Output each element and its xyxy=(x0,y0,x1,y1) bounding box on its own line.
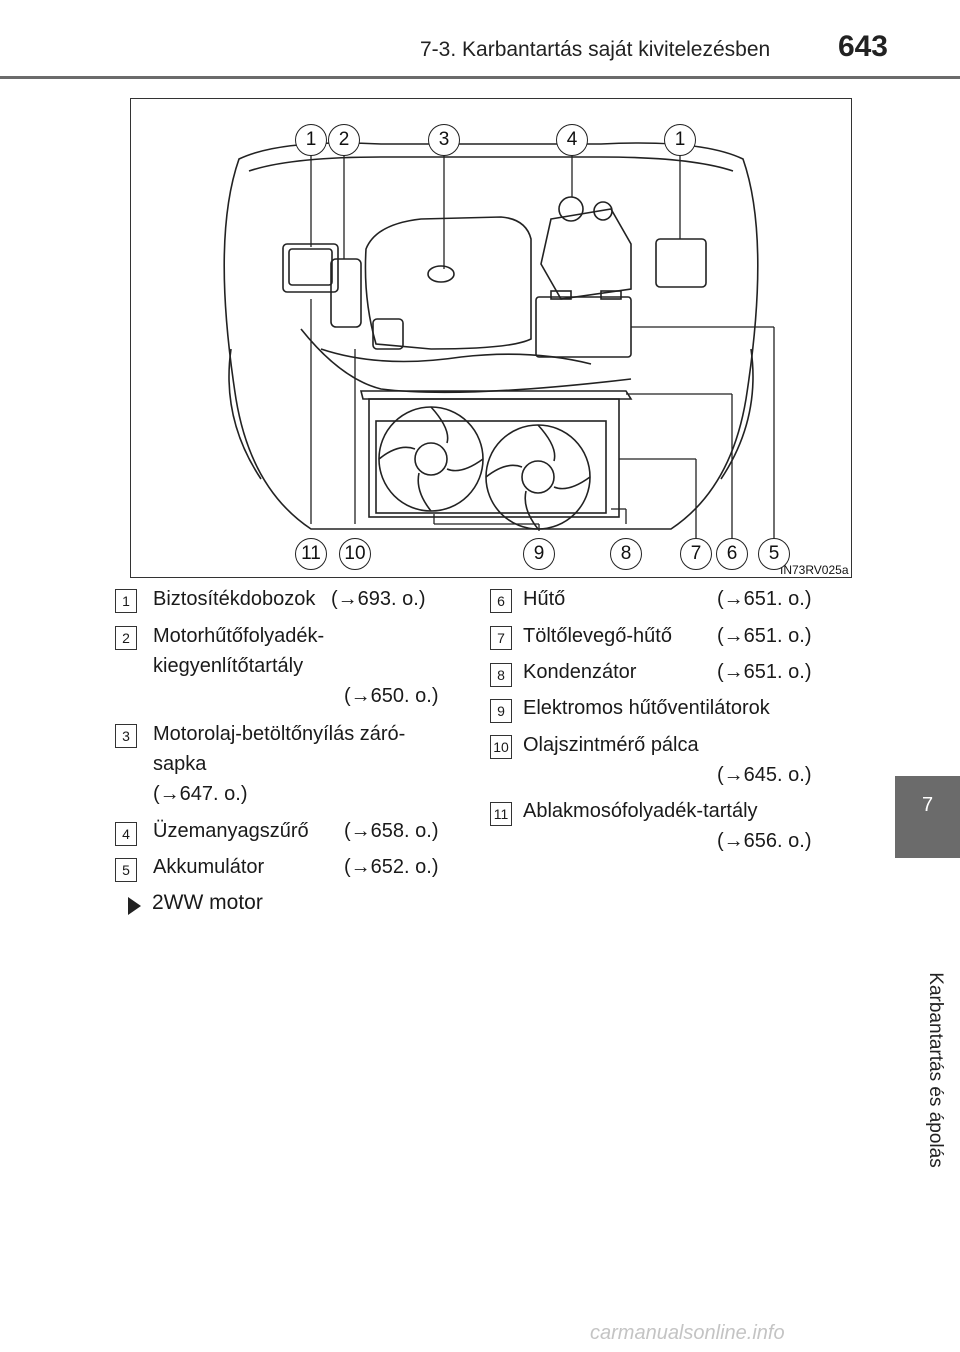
callout-top-5: 1 xyxy=(664,124,696,156)
item-label: Töltőlevegő-hűtő xyxy=(523,625,672,647)
item-reference: (→658. o.) xyxy=(344,820,439,842)
callout-top-2: 2 xyxy=(328,124,360,156)
item-number: 10 xyxy=(490,735,512,759)
chapter-title: Karbantartás és ápolás xyxy=(925,972,946,1168)
item-reference: (→651. o.) xyxy=(717,661,812,683)
engine-variant-label: 2WW motor xyxy=(152,891,263,914)
item-number: 8 xyxy=(490,663,512,687)
item-label: kiegyenlítőtartály xyxy=(153,655,304,677)
chapter-tab: 7 xyxy=(895,776,960,858)
item-reference: (→693. o.) xyxy=(331,588,426,610)
item-label: Ablakmosófolyadék-tartály xyxy=(523,800,758,822)
callout-bottom-7: 5 xyxy=(758,538,790,570)
page-number: 643 xyxy=(837,30,888,63)
engine-bay-drawing xyxy=(223,142,775,539)
callout-bottom-6: 6 xyxy=(716,538,748,570)
header-divider xyxy=(0,76,960,79)
item-reference: (→650. o.) xyxy=(344,685,439,707)
callout-bottom-2: 10 xyxy=(339,538,371,570)
item-number: 3 xyxy=(115,724,137,748)
item-label: Üzemanyagszűrő xyxy=(153,820,309,842)
bullet-triangle-icon xyxy=(128,897,141,915)
figure-code: IN73RV025a xyxy=(778,563,851,577)
page-header: 7-3. Karbantartás saját kivitelezésben 6… xyxy=(0,0,960,80)
item-label: Akkumulátor xyxy=(153,856,265,878)
item-reference: (→645. o.) xyxy=(717,764,812,786)
item-label: Olajszintmérő pálca xyxy=(523,734,699,756)
item-number: 7 xyxy=(490,626,512,650)
chapter-number: 7 xyxy=(921,794,934,816)
callout-bottom-1: 11 xyxy=(295,538,327,570)
item-label: Motorhűtőfolyadék- xyxy=(153,625,325,647)
item-label: Motorolaj-betöltőnyílás záró- xyxy=(153,723,406,745)
item-number: 11 xyxy=(490,802,512,826)
callout-bottom-5: 7 xyxy=(680,538,712,570)
item-reference: (→652. o.) xyxy=(344,856,439,878)
item-number: 2 xyxy=(115,626,137,650)
item-number: 6 xyxy=(490,589,512,613)
callout-top-3: 3 xyxy=(428,124,460,156)
callout-bottom-4: 8 xyxy=(610,538,642,570)
item-number: 1 xyxy=(115,589,137,613)
callout-top-4: 4 xyxy=(556,124,588,156)
item-number: 4 xyxy=(115,822,137,846)
item-number: 9 xyxy=(490,699,512,723)
item-number: 5 xyxy=(115,858,137,882)
item-reference: (→647. o.) xyxy=(153,783,248,805)
item-reference: (→651. o.) xyxy=(717,625,812,647)
engine-bay-illustration xyxy=(130,98,852,578)
item-reference: (→651. o.) xyxy=(717,588,812,610)
item-label: Hűtő xyxy=(523,588,566,610)
callout-top-1: 1 xyxy=(295,124,327,156)
callout-bottom-3: 9 xyxy=(523,538,555,570)
item-label: Kondenzátor xyxy=(523,661,637,683)
item-label: sapka xyxy=(153,753,207,775)
watermark: carmanualsonline.info xyxy=(590,1322,785,1344)
section-title: 7-3. Karbantartás saját kivitelezésben xyxy=(420,38,771,61)
item-reference: (→656. o.) xyxy=(717,830,812,852)
item-label: Biztosítékdobozok xyxy=(153,588,316,610)
item-label: Elektromos hűtőventilátorok xyxy=(523,697,770,719)
